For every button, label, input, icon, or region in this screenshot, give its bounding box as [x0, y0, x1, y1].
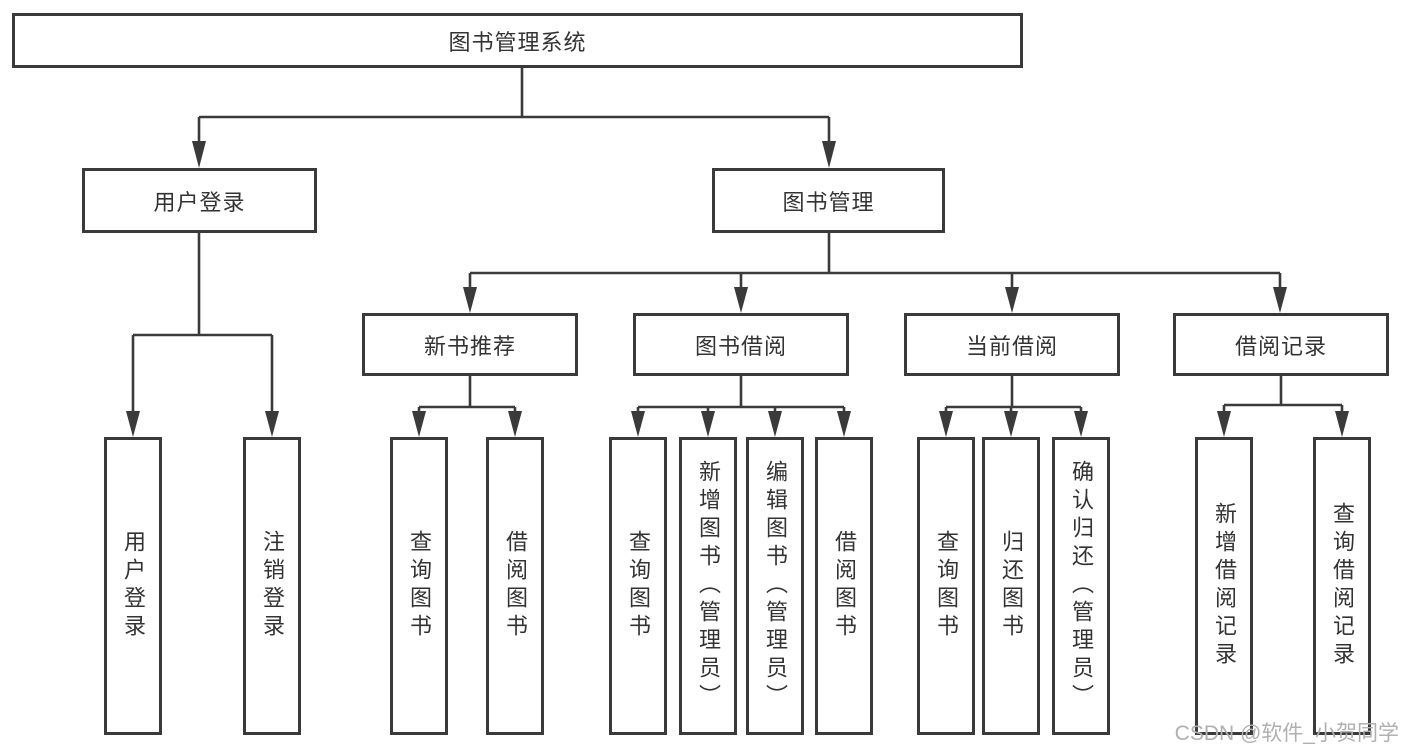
leaf-label: 查询图书: [934, 530, 959, 642]
node-label: 图书借阅: [694, 333, 787, 359]
leaf-label: 新增借阅记录: [1212, 502, 1237, 670]
leaf-query-books: 查询图书: [390, 437, 448, 735]
csdn-watermark: CSDN @软件_小贺同学: [1174, 722, 1399, 745]
node-label: 图书管理: [782, 189, 875, 215]
node-user-login-branch: 用户登录: [82, 168, 317, 233]
node-label: 当前借阅: [965, 333, 1058, 359]
leaf-borrow-books: 借阅图书: [815, 437, 873, 735]
leaf-add-books-admin: 新增图书（管理员）: [679, 437, 737, 735]
leaf-user-login: 用户登录: [104, 437, 162, 735]
leaf-label: 编辑图书（管理员）: [763, 460, 788, 712]
leaf-label: 查询图书: [626, 530, 651, 642]
leaf-add-borrow-record: 新增借阅记录: [1195, 437, 1253, 735]
node-root-label: 图书管理系统: [448, 29, 587, 55]
node-current-borrowing: 当前借阅: [904, 313, 1120, 376]
node-book-management-branch: 图书管理: [712, 168, 945, 233]
node-new-book-recommendation: 新书推荐: [362, 313, 578, 376]
leaf-label: 查询借阅记录: [1330, 502, 1355, 670]
leaf-label: 注销登录: [260, 530, 285, 642]
leaf-borrow-books: 借阅图书: [486, 437, 544, 735]
node-book-borrowing: 图书借阅: [633, 313, 849, 376]
leaf-label: 归还图书: [999, 530, 1024, 642]
node-label: 借阅记录: [1234, 333, 1327, 359]
leaf-query-borrow-record: 查询借阅记录: [1313, 437, 1371, 735]
leaf-confirm-return-admin: 确认归还（管理员）: [1052, 437, 1110, 735]
node-label: 新书推荐: [423, 333, 516, 359]
leaf-label: 确认归还（管理员）: [1069, 460, 1094, 712]
leaf-query-books: 查询图书: [609, 437, 667, 735]
leaf-label: 用户登录: [121, 530, 146, 642]
node-root-system: 图书管理系统: [12, 13, 1023, 68]
node-borrowing-records: 借阅记录: [1173, 313, 1389, 376]
leaf-logout: 注销登录: [243, 437, 301, 735]
leaf-edit-books-admin: 编辑图书（管理员）: [746, 437, 804, 735]
leaf-query-books: 查询图书: [917, 437, 975, 735]
leaf-return-books: 归还图书: [982, 437, 1040, 735]
leaf-label: 查询图书: [407, 530, 432, 642]
leaf-label: 借阅图书: [832, 530, 857, 642]
leaf-label: 新增图书（管理员）: [696, 460, 721, 712]
node-label: 用户登录: [153, 189, 246, 215]
leaf-label: 借阅图书: [503, 530, 528, 642]
